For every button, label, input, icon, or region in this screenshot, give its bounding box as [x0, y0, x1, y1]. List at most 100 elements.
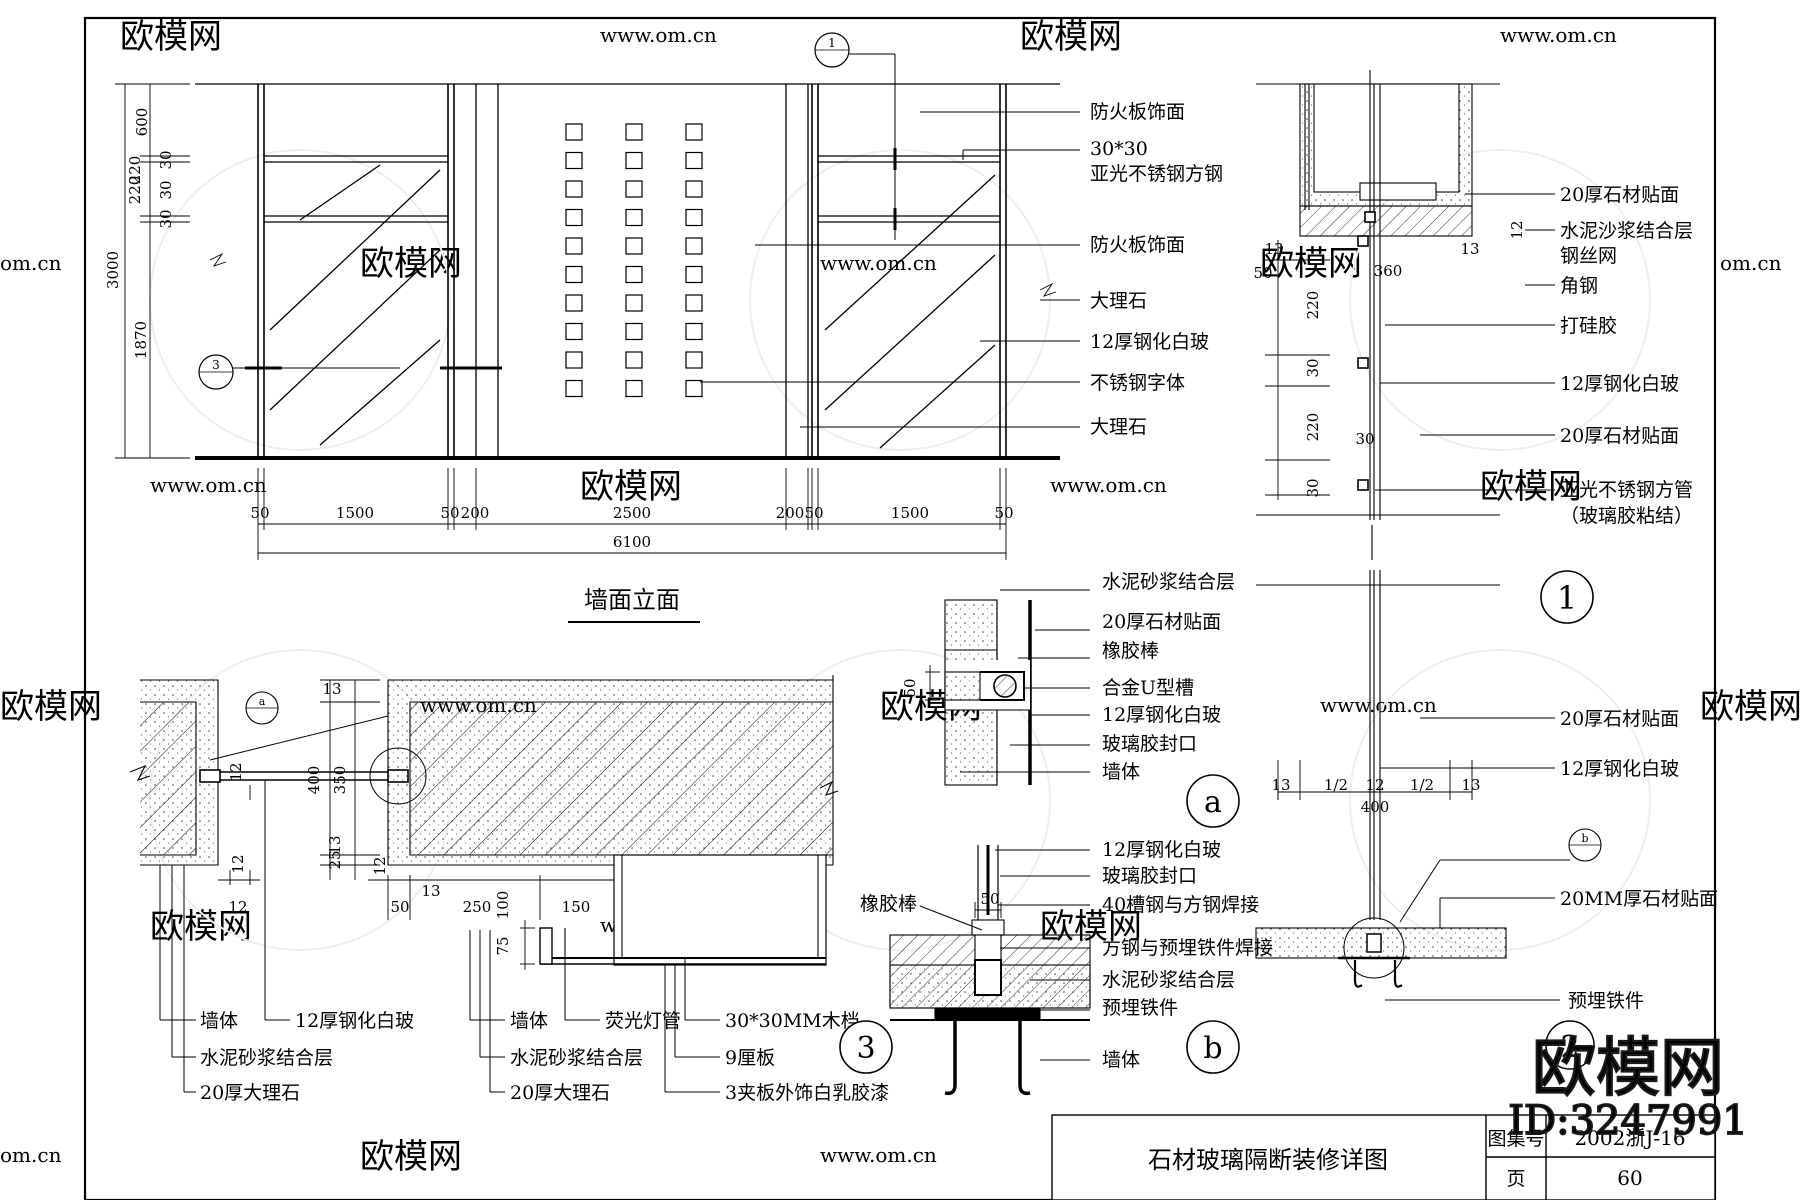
wm-url: om.cn [1720, 251, 1782, 275]
atlas-value: 2002浙J-16 [1574, 1126, 1685, 1150]
drawing-title: 石材玻璃隔断装修详图 [1148, 1146, 1388, 1174]
detail-b-dim: 50 [980, 890, 999, 908]
total-width: 6100 [613, 533, 651, 551]
svg-text:钢丝网: 钢丝网 [1560, 245, 1617, 267]
wm-url: om.cn [0, 1143, 62, 1167]
svg-text:350: 350 [331, 766, 349, 795]
letter-square [685, 265, 703, 284]
wm-brand: 欧模网 [1260, 244, 1362, 284]
detail-a [944, 599, 1032, 786]
svg-text:方钢与预埋铁件焊接: 方钢与预埋铁件焊接 [1102, 937, 1273, 959]
svg-text:a: a [259, 695, 266, 708]
section-3-plan [129, 675, 839, 966]
svg-text:220: 220 [1304, 413, 1322, 442]
letter-square [685, 123, 703, 141]
elevation-dim-lines [115, 83, 1057, 560]
svg-text:75: 75 [494, 936, 512, 955]
svg-text:1: 1 [828, 36, 836, 50]
detail-b-leaders [919, 849, 1090, 1061]
wm-brand: 欧模网 [120, 17, 222, 57]
elevation-title: 墙面立面 [584, 586, 680, 614]
svg-text:13: 13 [326, 835, 344, 854]
svg-text:30: 30 [1355, 430, 1374, 448]
svg-text:12: 12 [371, 856, 389, 875]
svg-text:30*30MM木档: 30*30MM木档 [725, 1010, 860, 1032]
svg-text:20厚石材贴面: 20厚石材贴面 [1102, 611, 1221, 633]
wm-url: www.om.cn [820, 251, 937, 275]
svg-text:600: 600 [133, 108, 151, 137]
svg-text:水泥砂浆结合层: 水泥砂浆结合层 [1102, 969, 1235, 991]
svg-text:400: 400 [305, 766, 323, 795]
letter-square [625, 208, 643, 227]
wm-brand: 欧模网 [580, 467, 682, 507]
letter-square [565, 151, 583, 170]
letter-square [565, 379, 583, 398]
svg-text:13: 13 [322, 680, 341, 698]
stainless-letter-grid [565, 123, 703, 398]
svg-text:20MM厚石材贴面: 20MM厚石材贴面 [1560, 888, 1718, 910]
callout-3: 3 [198, 354, 234, 390]
letter-square [685, 237, 703, 255]
section-3-marker: 3 [839, 1020, 893, 1074]
watermark-id: ID:3247991 [1508, 1098, 1748, 1144]
svg-text:40槽钢与方钢焊接: 40槽钢与方钢焊接 [1102, 894, 1259, 916]
svg-text:橡胶棒: 橡胶棒 [1102, 640, 1159, 662]
wm-url: www.om.cn [150, 473, 267, 497]
svg-text:水泥砂浆结合层: 水泥砂浆结合层 [510, 1047, 643, 1069]
label-marble-2: 大理石 [1090, 416, 1147, 438]
svg-text:1500: 1500 [891, 504, 929, 522]
svg-text:玻璃胶封口: 玻璃胶封口 [1102, 865, 1197, 887]
atlas-label: 图集号 [1487, 1128, 1544, 1150]
letter-square [565, 265, 583, 284]
svg-text:30: 30 [157, 150, 175, 169]
section-1-marker: 1 [1540, 570, 1594, 624]
callout-1: 1 [814, 32, 850, 68]
letter-square [685, 208, 703, 227]
letter-square [685, 294, 703, 312]
svg-text:30: 30 [1304, 478, 1322, 497]
section-3-leaders [159, 715, 720, 1093]
svg-text:亚光不锈钢方管: 亚光不锈钢方管 [1560, 479, 1693, 501]
svg-text:50: 50 [1253, 264, 1272, 282]
svg-text:30: 30 [157, 209, 175, 228]
svg-text:50: 50 [804, 504, 823, 522]
svg-text:墙体: 墙体 [1102, 761, 1140, 783]
svg-text:欧模网: 欧模网 [1532, 1032, 1724, 1106]
section-3-dims: 13 12 400 350 25 13 12 12 50 13 250 100 … [227, 680, 590, 956]
svg-text:13: 13 [421, 882, 440, 900]
svg-text:角钢: 角钢 [1560, 275, 1598, 297]
letter-square [565, 123, 583, 141]
letter-square [565, 294, 583, 312]
svg-text:50: 50 [390, 898, 409, 916]
svg-text:20厚石材贴面: 20厚石材贴面 [1560, 708, 1679, 730]
letter-square [625, 151, 643, 170]
svg-text:250: 250 [463, 898, 492, 916]
sheet-border [83, 16, 1717, 1200]
svg-text:12: 12 [1365, 776, 1384, 794]
section-1-dims: 13 50 360 12 13 220 30 220 30 30 13 1/2 … [1253, 220, 1526, 816]
detail-a-dim-lines [925, 665, 940, 707]
svg-text:360: 360 [1374, 262, 1403, 280]
section-2-marker: 2 [1545, 1020, 1595, 1070]
svg-text:墙体: 墙体 [1102, 1049, 1140, 1071]
letter-square [685, 322, 703, 341]
svg-text:水泥沙浆结合层: 水泥沙浆结合层 [1560, 220, 1693, 242]
svg-text:1/2: 1/2 [1410, 776, 1434, 794]
elevation-bottom-dims: 50 1500 50 200 2500 200 50 1500 50 6100 [250, 504, 1013, 551]
svg-text:12厚钢化白玻: 12厚钢化白玻 [1560, 758, 1679, 780]
elevation-labels: 防火板饰面 30*30 亚光不锈钢方钢 防火板饰面 大理石 12厚钢化白玻 不锈… [1090, 101, 1223, 438]
svg-text:400: 400 [1361, 798, 1390, 816]
svg-text:100: 100 [494, 891, 512, 920]
svg-text:13: 13 [1461, 776, 1480, 794]
svg-text:水泥砂浆结合层: 水泥砂浆结合层 [1102, 571, 1235, 593]
svg-text:1500: 1500 [336, 504, 374, 522]
label-fireproof-board-1: 防火板饰面 [1090, 101, 1185, 123]
svg-text:200: 200 [461, 504, 490, 522]
detail-a-dim: 50 [901, 678, 919, 697]
letter-square [565, 351, 583, 369]
svg-text:b: b [1581, 832, 1588, 845]
svg-text:3夹板外饰白乳胶漆: 3夹板外饰白乳胶漆 [725, 1082, 889, 1104]
svg-text:（玻璃胶粘结）: （玻璃胶粘结） [1560, 505, 1693, 527]
wm-brand: 欧模网 [1700, 687, 1800, 727]
wm-url: www.om.cn [1500, 23, 1617, 47]
